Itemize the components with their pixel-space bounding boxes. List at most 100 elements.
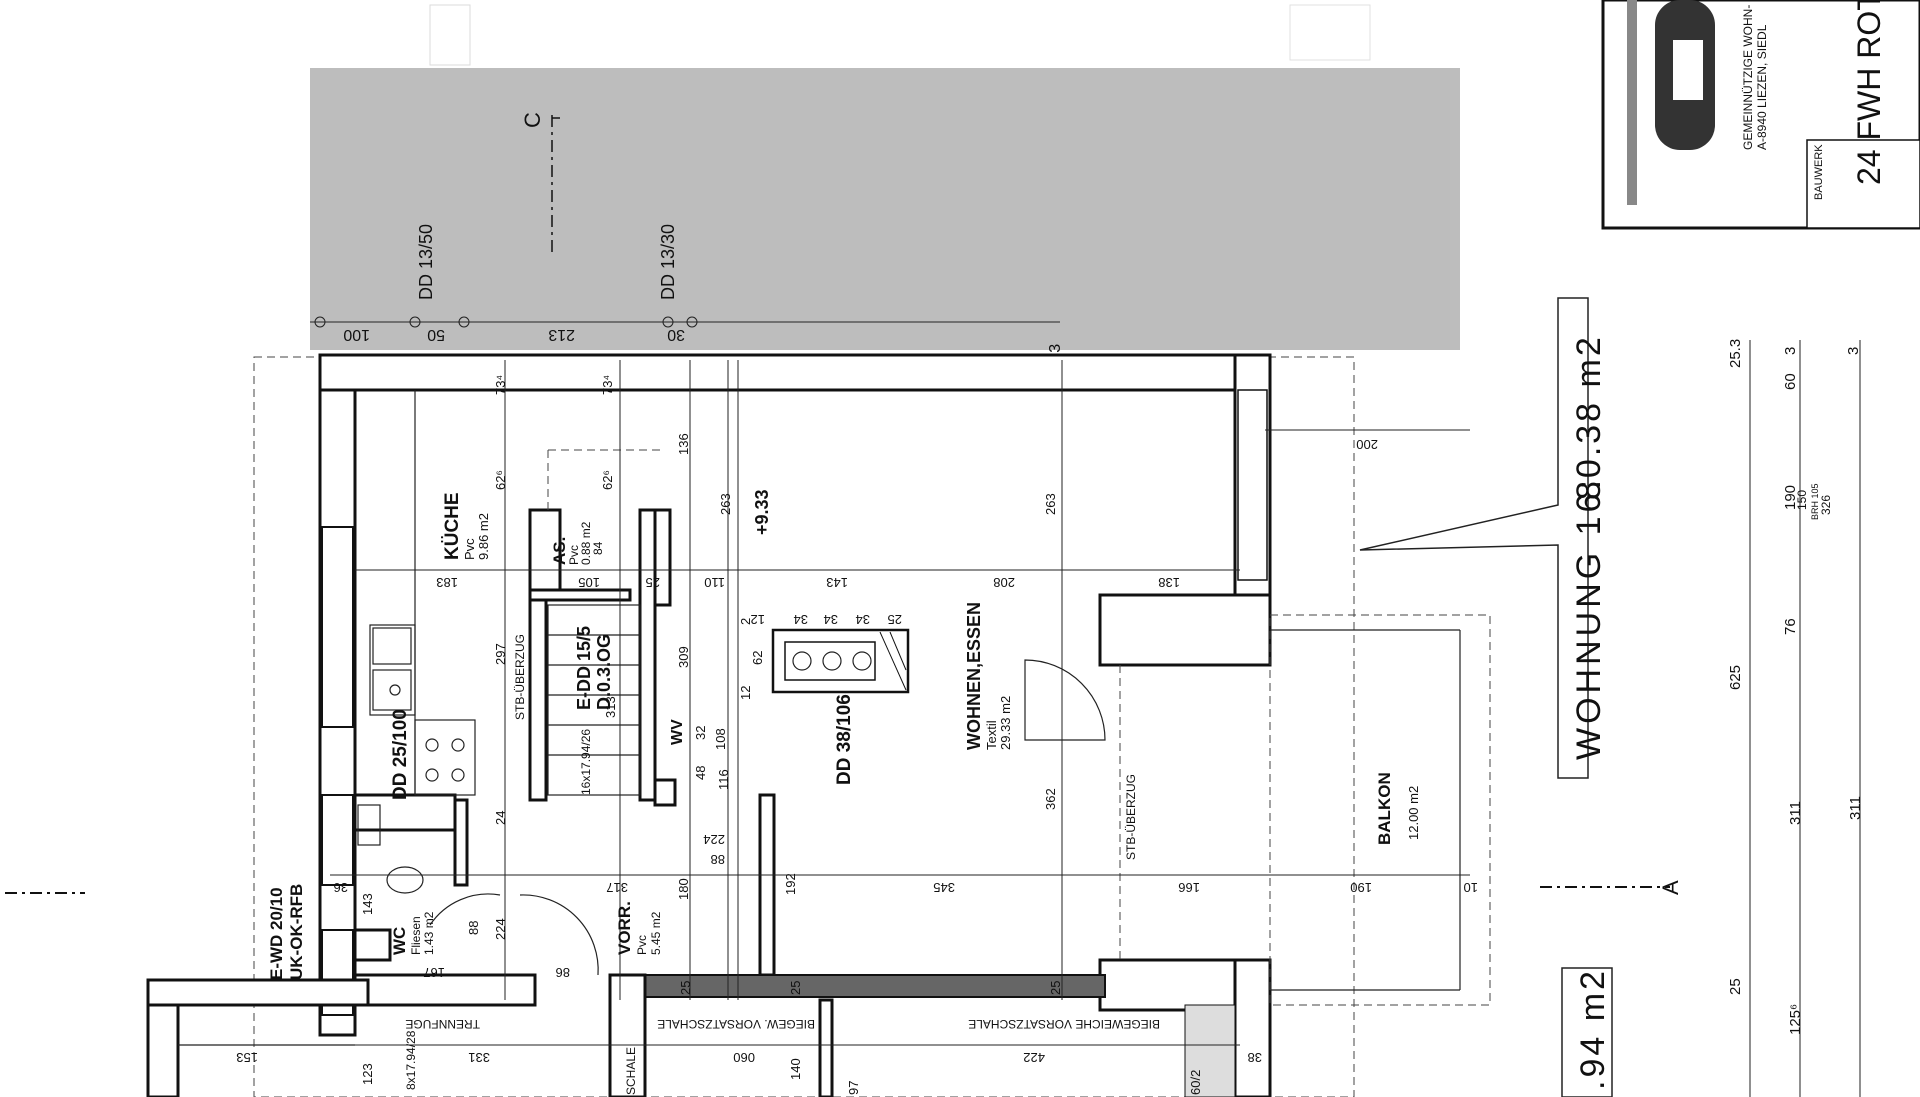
living-dd: DD 38/106 (834, 694, 855, 785)
vorsatz-label-2: BIEGEWEICHE VORSATZSCHALE (968, 1017, 1160, 1031)
storage-area: 0.88 m2 (579, 521, 593, 565)
right-dim-d: 190 (1782, 485, 1799, 510)
door-swing-hall (519, 894, 599, 976)
dimension-grid (330, 360, 1470, 1046)
dim-88-a: 88 (711, 852, 725, 867)
dim-97: 97 (846, 1081, 861, 1095)
dim-166: 166 (1178, 880, 1200, 895)
wc-fixtures (357, 804, 501, 926)
top-dim-3: 30 (667, 326, 685, 343)
dim-10: 10 (1464, 880, 1478, 895)
company-line-1: GEMEINNÜTZIGE WOHN- U (1741, 0, 1755, 150)
right-dim-h: 625 (1727, 665, 1744, 690)
door-swing-living (1024, 659, 1106, 741)
dim-2-a: 2 (738, 618, 753, 625)
stair-steps-2: 8x17.94/28 (404, 1030, 418, 1090)
bauwerk-label: BAUWERK (1813, 144, 1825, 200)
dim-62-c: 62 (750, 651, 765, 665)
kitchen-counter (369, 390, 476, 796)
right-dim-k: 311 (1847, 796, 1864, 820)
dim-153: 153 (236, 1050, 258, 1065)
dim-25-d: 25 (788, 981, 803, 995)
company-line-2: A-8940 LIEZEN, SIEDL (1755, 24, 1769, 150)
dim-25-a: 25 (646, 575, 660, 590)
right-dim-g: 326 (1819, 495, 1833, 515)
dim-60-2: 60/2 (1188, 1070, 1203, 1095)
wv-label: WV (669, 719, 686, 745)
dim-62-b: 62⁶ (600, 470, 615, 490)
stair-label-2: D.0.3.OG (594, 634, 614, 710)
wc-area: 1.43 m2 (422, 911, 436, 955)
room-balcony: BALKON 12.00 m2 (1375, 772, 1421, 845)
right-dim-n: 3 (1845, 347, 1862, 355)
living-level: +9.33 (752, 489, 772, 535)
storage-d: 84 (591, 541, 605, 555)
dim-86: 86 (556, 965, 570, 980)
dim-143-b: 143 (360, 893, 375, 915)
right-dim-c: 60 (1782, 373, 1799, 390)
hall-name: VORR. (615, 901, 634, 955)
vorsatz-label-1: BIEGEW. VORSATZSCHALE (657, 1017, 815, 1031)
dim-88-b: 88 (466, 921, 481, 935)
kitchen-dd: DD 25/100 (390, 709, 411, 800)
balcony-outline (1119, 614, 1491, 1006)
kitchen-floor: Pvc (462, 538, 477, 560)
dim-263-a: 263 (718, 493, 733, 515)
dim-167: 167 (423, 965, 445, 980)
right-dim-j: 311 (1787, 801, 1804, 825)
dim-34-b: 34 (824, 612, 838, 627)
dim-138: 138 (1158, 575, 1180, 590)
right-dimension-chain: 25.3 3 60 190 150 BRH 105 326 625 76 311… (1727, 339, 1864, 1097)
room-wc: WC Fliesen 1.43 m2 E-WD 20/10 UK-OK-RFB (267, 884, 436, 980)
right-dim-a: 25.3 (1727, 339, 1744, 368)
section-line-c: C (520, 112, 560, 255)
adjacent-unit (146, 978, 370, 1097)
dim-143: 143 (826, 575, 848, 590)
dim-345: 345 (933, 880, 955, 895)
room-hall: VORR. Pvc 5.45 m2 (615, 901, 663, 955)
top-dim-2: 213 (548, 326, 575, 343)
right-dim-l: 25 (1727, 978, 1744, 995)
stair-label-1: E-DD 15/5 (574, 626, 594, 710)
dim-190: 190 (1350, 880, 1372, 895)
dim-108: 108 (713, 728, 728, 750)
faded-stamp (429, 4, 1371, 66)
dim-180: 180 (676, 878, 691, 900)
dim-38: 38 (1248, 1050, 1262, 1065)
wc-floor: Fliesen (409, 916, 423, 955)
balcony-name: BALKON (1375, 772, 1394, 845)
dim-24: 24 (493, 811, 508, 825)
dim-309: 309 (676, 646, 691, 668)
wc-wd: E-WD 20/10 (267, 887, 286, 980)
dd-label-left: DD 13/50 (416, 224, 436, 300)
bauwerk-value: 24 FWH ROT (1851, 0, 1887, 185)
top-dim-0: 100 (343, 326, 370, 343)
dim-34-c: 34 (856, 612, 870, 627)
right-dim-i: 76 (1782, 618, 1799, 635)
room-storage: AS. Pvc 0.88 m2 84 (550, 521, 605, 565)
storage-floor: Pvc (567, 545, 581, 565)
dim-48: 48 (693, 766, 708, 780)
dim-331: 331 (468, 1050, 490, 1065)
dim-263-b: 263 (1043, 493, 1058, 515)
title-block: GEMEINNÜTZIGE WOHN- U A-8940 LIEZEN, SIE… (1601, 0, 1920, 230)
dim-140: 140 (788, 1058, 803, 1080)
dim-25-c: 25 (678, 981, 693, 995)
hall-area: 5.45 m2 (649, 911, 663, 955)
dim-313: 313 (603, 696, 618, 718)
stair-steps: 16x17.94/26 (579, 729, 593, 795)
exterior-walls (318, 353, 1272, 1097)
dim-200: 200 (1356, 437, 1378, 452)
room-kitchen: KÜCHE Pvc 9.86 m2 DD 25/100 (390, 492, 491, 800)
trennfuge-label: TRENNFUGE (405, 1017, 480, 1031)
living-area: 29.33 m2 (998, 696, 1013, 750)
right-dim-e: 150 (1795, 490, 1809, 510)
dim-25-b: 25 (888, 612, 902, 627)
dim-060: 060 (733, 1050, 755, 1065)
dim-183: 183 (436, 575, 458, 590)
dim-317: 317 (606, 880, 628, 895)
dim-73-b: 73⁴ (600, 375, 615, 395)
hall-floor: Pvc (635, 935, 649, 955)
dim-36: 36 (334, 880, 348, 895)
kitchen-area: 9.86 m2 (476, 513, 491, 560)
